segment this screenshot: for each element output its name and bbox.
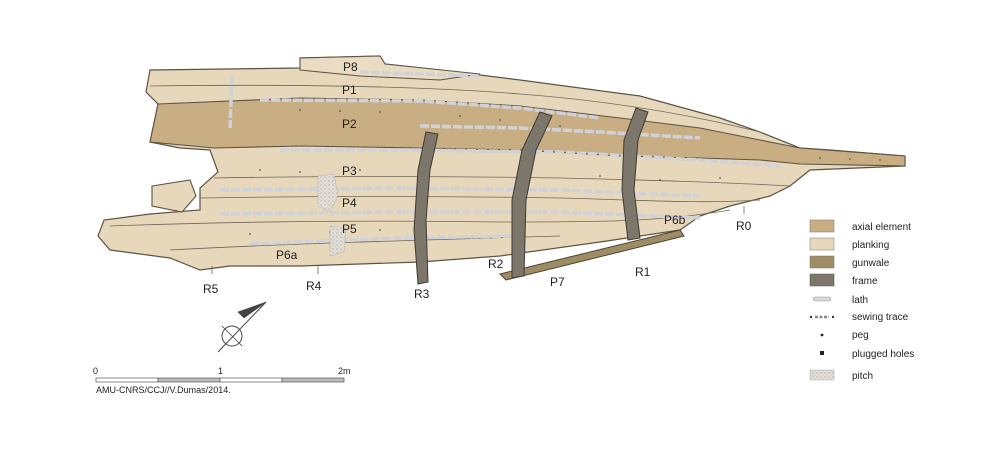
legend-swatch-lath [812, 296, 832, 302]
label-r4: R4 [306, 279, 322, 293]
scale-tick-0: 0 [93, 366, 98, 376]
label-p6a: P6a [276, 248, 298, 262]
frame-r1 [621, 107, 649, 241]
label-p3: P3 [342, 164, 357, 178]
frame-r3 [413, 131, 439, 285]
frame-r2 [511, 111, 553, 279]
legend-label-sewing: sewing trace [852, 312, 909, 323]
credit-text: AMU-CNRS/CCJ//V.Dumas/2014. [96, 385, 231, 395]
north-arrow-icon [217, 301, 267, 353]
legend-swatch-sewing [809, 315, 835, 319]
legend-label-planking: planking [852, 240, 889, 251]
legend-swatch-planking [809, 237, 835, 251]
label-p5: P5 [342, 222, 357, 236]
label-p7: P7 [550, 275, 565, 289]
planking-fragment [151, 179, 197, 213]
legend-swatch-frame [809, 273, 835, 287]
label-p8: P8 [343, 60, 358, 74]
label-p4: P4 [342, 196, 357, 210]
station-ticks [211, 206, 745, 274]
label-r2: R2 [488, 257, 504, 271]
strake-labels: P8 P1 P2 P3 P4 P5 P6a P6b P7 [276, 60, 686, 289]
label-r5: R5 [203, 282, 219, 296]
legend-swatch-axial [809, 219, 835, 233]
label-r0: R0 [736, 219, 752, 233]
legend-label-lath: lath [852, 295, 868, 306]
label-p6b: P6b [664, 213, 686, 227]
label-p2: P2 [342, 117, 357, 131]
legend-label-axial: axial element [852, 222, 911, 233]
legend: axial element planking gunwale frame lat… [809, 219, 914, 382]
label-p1: P1 [342, 83, 357, 97]
legend-swatch-pitch [809, 369, 835, 381]
legend-label-plugged: plugged holes [852, 349, 914, 360]
legend-swatch-gunwale [809, 255, 835, 269]
axial-element [149, 97, 906, 167]
legend-label-frame: frame [852, 276, 878, 287]
scale-tick-2: 2m [338, 366, 351, 376]
legend-label-pitch: pitch [852, 371, 873, 382]
scale-bar: 0 1 2m AMU-CNRS/CCJ//V.Dumas/2014. [93, 366, 351, 395]
legend-swatch-plugged [820, 351, 824, 355]
label-r1: R1 [635, 265, 651, 279]
label-r3: R3 [414, 287, 430, 301]
frames [413, 107, 649, 285]
frame-labels: R0 R1 R2 R3 R4 R5 [203, 219, 752, 301]
pitch-patches [317, 173, 347, 257]
scale-tick-1: 1 [218, 366, 223, 376]
legend-label-gunwale: gunwale [852, 258, 890, 269]
gunwale [499, 229, 685, 281]
legend-swatch-peg [820, 333, 824, 337]
legend-label-peg: peg [852, 330, 869, 341]
